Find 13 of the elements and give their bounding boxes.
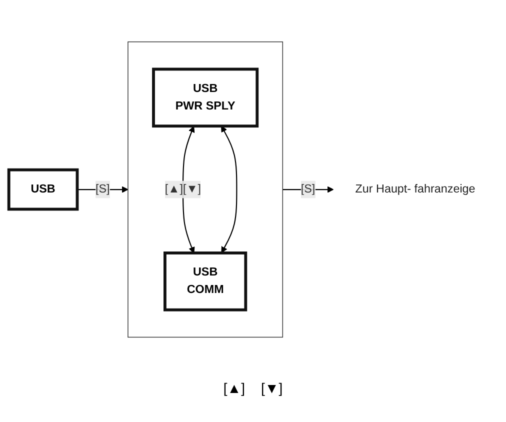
cluster (128, 42, 284, 338)
node-box: USB (7, 168, 79, 212)
node-box: USB COMM (164, 252, 248, 312)
node-text: Zur Haupt- fahranzeige (355, 183, 476, 196)
node-box: USB PWR SPLY (152, 68, 259, 128)
key-label: [▲] (223, 380, 245, 396)
edge-label: [▲][▼] (164, 183, 201, 196)
arrow (221, 126, 238, 254)
arrow (282, 186, 334, 194)
edge-label: [S] (95, 183, 110, 196)
edge-label: [S] (300, 183, 316, 196)
arrow (77, 186, 128, 194)
key-label: [▼] (261, 380, 283, 396)
